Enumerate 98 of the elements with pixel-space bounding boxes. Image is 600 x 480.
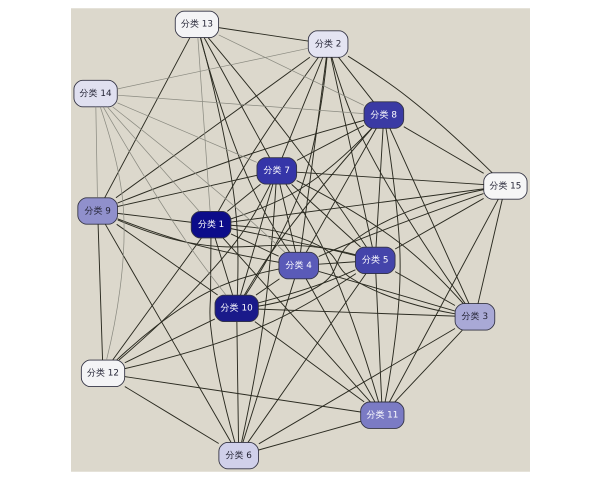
connector	[116, 174, 257, 207]
connector	[296, 180, 464, 304]
connector	[318, 261, 356, 265]
connector	[207, 37, 366, 248]
connector	[116, 102, 257, 163]
connector	[258, 328, 455, 444]
connector	[258, 189, 484, 307]
connector	[338, 56, 374, 102]
connector	[230, 228, 356, 256]
node-box: 分类 4	[278, 252, 318, 280]
connector	[278, 184, 296, 253]
connector	[258, 420, 360, 450]
connector	[330, 56, 372, 248]
connector	[384, 128, 400, 402]
connector	[116, 220, 356, 256]
connector	[114, 56, 310, 198]
node-box: 分类 1	[190, 211, 231, 238]
node-box: 分类 13	[174, 10, 219, 38]
connector	[116, 268, 279, 360]
node-box: 分类 6	[218, 442, 258, 470]
connector	[118, 184, 270, 360]
connector	[218, 27, 308, 42]
node-box: 分类 15	[482, 172, 527, 200]
node-box: 分类 9	[76, 197, 118, 225]
node-box: 分类 5	[354, 246, 395, 274]
connector	[318, 270, 456, 312]
connector	[230, 188, 484, 223]
connector	[240, 184, 276, 443]
connector	[214, 237, 233, 296]
connector	[112, 238, 202, 360]
connector	[394, 330, 462, 402]
connector	[217, 56, 318, 212]
connector	[240, 184, 273, 296]
connector	[247, 273, 366, 443]
node-box: 分类 8	[363, 101, 404, 129]
connector	[330, 56, 466, 304]
connector	[230, 224, 455, 314]
connector	[305, 128, 376, 253]
node-box: 分类 7	[256, 157, 297, 185]
connector	[104, 37, 190, 198]
connector	[112, 106, 285, 253]
connector	[375, 128, 384, 248]
connector	[104, 224, 231, 443]
connector	[222, 238, 370, 402]
connector	[116, 94, 364, 114]
connector	[116, 212, 192, 223]
connector	[402, 126, 484, 174]
connector	[243, 128, 372, 296]
connector	[477, 198, 502, 304]
connector	[106, 106, 200, 212]
connector	[255, 278, 280, 296]
connector	[305, 278, 375, 402]
node-box: 分类 2	[307, 30, 348, 58]
connector	[208, 238, 235, 443]
connector	[296, 124, 364, 161]
connector	[199, 37, 290, 253]
connector	[197, 37, 210, 212]
connector	[388, 198, 498, 402]
connector	[236, 321, 238, 443]
connector	[94, 106, 98, 198]
connector	[116, 120, 364, 204]
node-box: 分类 10	[214, 294, 258, 322]
connector	[124, 386, 219, 444]
connector	[116, 218, 279, 263]
connector	[388, 128, 469, 304]
connector	[124, 376, 361, 412]
connector	[230, 233, 279, 257]
connector	[254, 321, 364, 402]
connector	[374, 273, 382, 402]
connector	[230, 128, 372, 220]
connector	[244, 56, 327, 296]
connector	[258, 269, 356, 304]
connector	[99, 106, 124, 360]
connector	[116, 48, 308, 90]
connector	[300, 56, 326, 253]
connector	[102, 106, 226, 296]
connector	[124, 318, 215, 364]
connector	[242, 278, 294, 443]
connector	[97, 224, 103, 361]
connector	[285, 184, 379, 402]
connector	[318, 193, 484, 257]
connector	[257, 308, 455, 317]
connector	[347, 56, 492, 174]
connector	[281, 56, 323, 158]
connector	[394, 271, 455, 306]
connector	[200, 37, 238, 296]
connector	[124, 273, 356, 370]
connector	[116, 224, 218, 296]
node-box: 分类 12	[80, 360, 125, 387]
connector	[394, 198, 484, 250]
connector	[290, 184, 360, 248]
connector	[226, 184, 260, 212]
node-box: 分类 11	[360, 402, 404, 429]
connector	[218, 34, 364, 106]
node-box: 分类 14	[73, 80, 118, 108]
connector	[203, 37, 270, 158]
connector	[296, 172, 484, 186]
node-box: 分类 3	[454, 303, 495, 330]
